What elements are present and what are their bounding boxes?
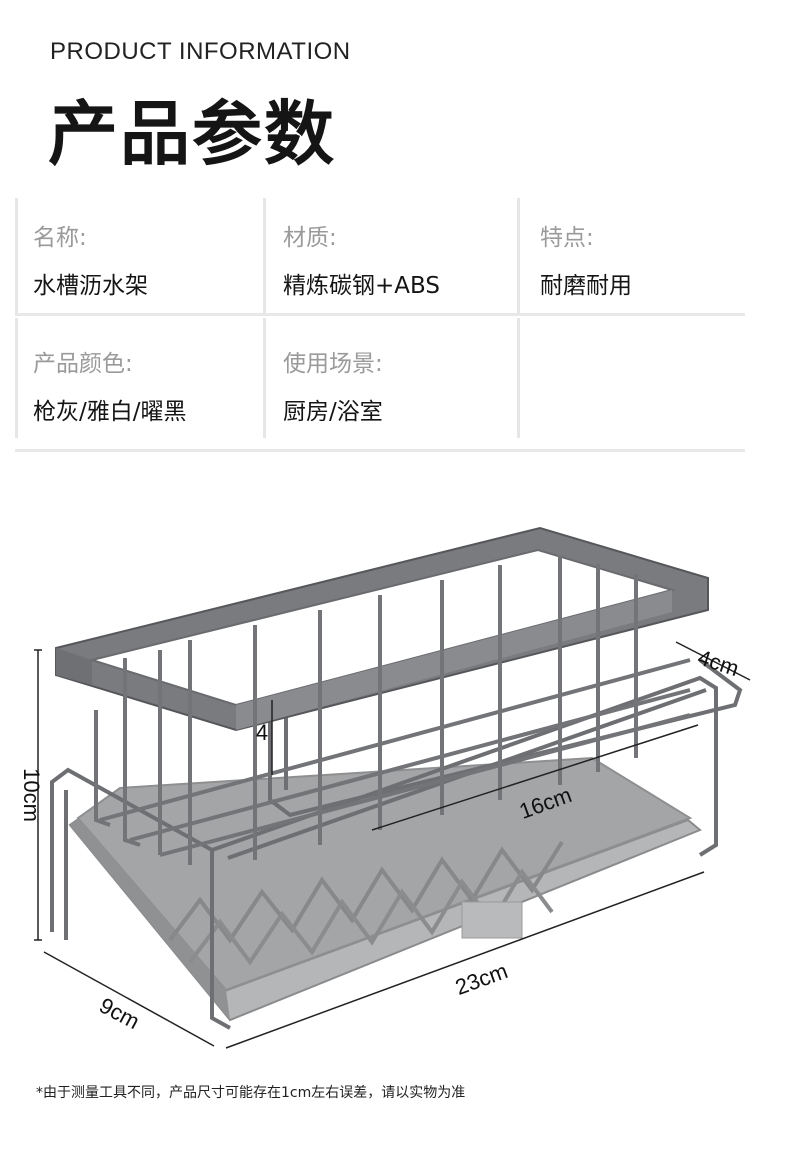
page-title: 产品参数 — [48, 93, 336, 175]
spec-label: 产品颜色: — [33, 351, 133, 377]
divider — [263, 318, 266, 438]
spec-value: 耐磨耐用 — [540, 273, 632, 299]
divider — [263, 198, 266, 313]
dim-height: 10cm — [19, 768, 44, 822]
product-illustration: 10cm 9cm 23cm 16cm 4cm 4 — [0, 500, 790, 1080]
spec-value: 厨房/浴室 — [283, 399, 383, 425]
basket-wires — [94, 555, 691, 865]
dim-depth: 9cm — [95, 993, 143, 1035]
divider — [15, 313, 745, 316]
divider — [15, 198, 18, 313]
drip-tray — [68, 756, 702, 1022]
spec-cell-feature: 特点: 耐磨耐用 — [540, 218, 632, 300]
spec-label: 使用场景: — [283, 351, 383, 377]
spec-cell-material: 材质: 精炼碳钢+ABS — [283, 218, 440, 300]
divider — [517, 318, 520, 438]
dim-basket-height: 4 — [256, 720, 268, 745]
spec-table: 名称: 水槽沥水架 材质: 精炼碳钢+ABS 特点: 耐磨耐用 产品颜色: 枪灰… — [15, 196, 745, 452]
spec-value: 精炼碳钢+ABS — [283, 273, 440, 299]
spec-label: 名称: — [33, 225, 87, 251]
divider — [517, 198, 520, 313]
spec-value: 水槽沥水架 — [33, 273, 148, 299]
spec-label: 材质: — [283, 225, 337, 251]
divider — [15, 318, 18, 438]
dim-length: 23cm — [452, 958, 511, 1000]
spec-cell-usage: 使用场景: 厨房/浴室 — [283, 344, 383, 426]
spec-cell-name: 名称: 水槽沥水架 — [33, 218, 148, 300]
spec-cell-color: 产品颜色: 枪灰/雅白/曜黑 — [33, 344, 187, 426]
disclaimer-note: *由于测量工具不同，产品尺寸可能存在1cm左右误差，请以实物为准 — [36, 1085, 466, 1101]
divider — [15, 449, 745, 452]
sink-rack-drawing: 10cm 9cm 23cm 16cm 4cm 4 — [19, 526, 751, 1049]
english-heading: PRODUCT INFORMATION — [50, 38, 351, 65]
dimension-lines — [34, 641, 751, 1049]
dim-inner-width: 4cm — [695, 645, 742, 682]
spec-value: 枪灰/雅白/曜黑 — [33, 399, 187, 425]
spec-label: 特点: — [540, 225, 594, 251]
